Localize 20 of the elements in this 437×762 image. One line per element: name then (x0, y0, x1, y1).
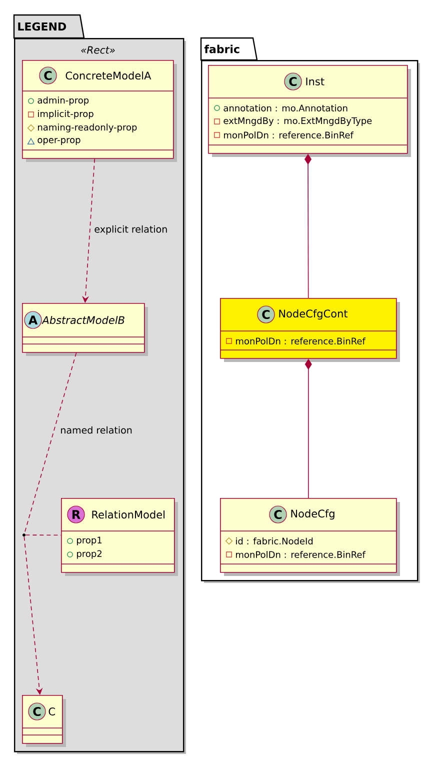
attribute-text: implicit-prop (38, 110, 94, 119)
connector-line (24, 352, 77, 534)
class-box: C C (22, 695, 66, 747)
class-box: A AbstractModelB (22, 303, 148, 356)
attribute-text: extMngdBy : mo.ExtMngdByType (224, 117, 372, 126)
attribute-text: prop1 (77, 536, 102, 546)
connector-line (25, 534, 62, 536)
attribute-text: admin-prop (38, 96, 89, 106)
attribute-text: oper-prop (38, 138, 80, 145)
attribute-text: naming-readonly-prop (38, 124, 137, 132)
node-label: LEGEND (18, 22, 66, 31)
edge-label: explicit relation (93, 224, 169, 236)
attribute-text: monPolDn : reference.BinRef (236, 551, 366, 558)
attribute-text: annotation : mo.Annotation (224, 104, 348, 112)
attribute-text: monPolDn : reference.BinRef (236, 338, 366, 344)
attribute-text: id : fabric.NodeId (236, 538, 313, 544)
attribute-text: prop2 (77, 550, 102, 559)
arrow (24, 536, 43, 695)
node-label: fabric (204, 44, 240, 54)
attribute-text: monPolDn : reference.BinRef (224, 132, 354, 138)
